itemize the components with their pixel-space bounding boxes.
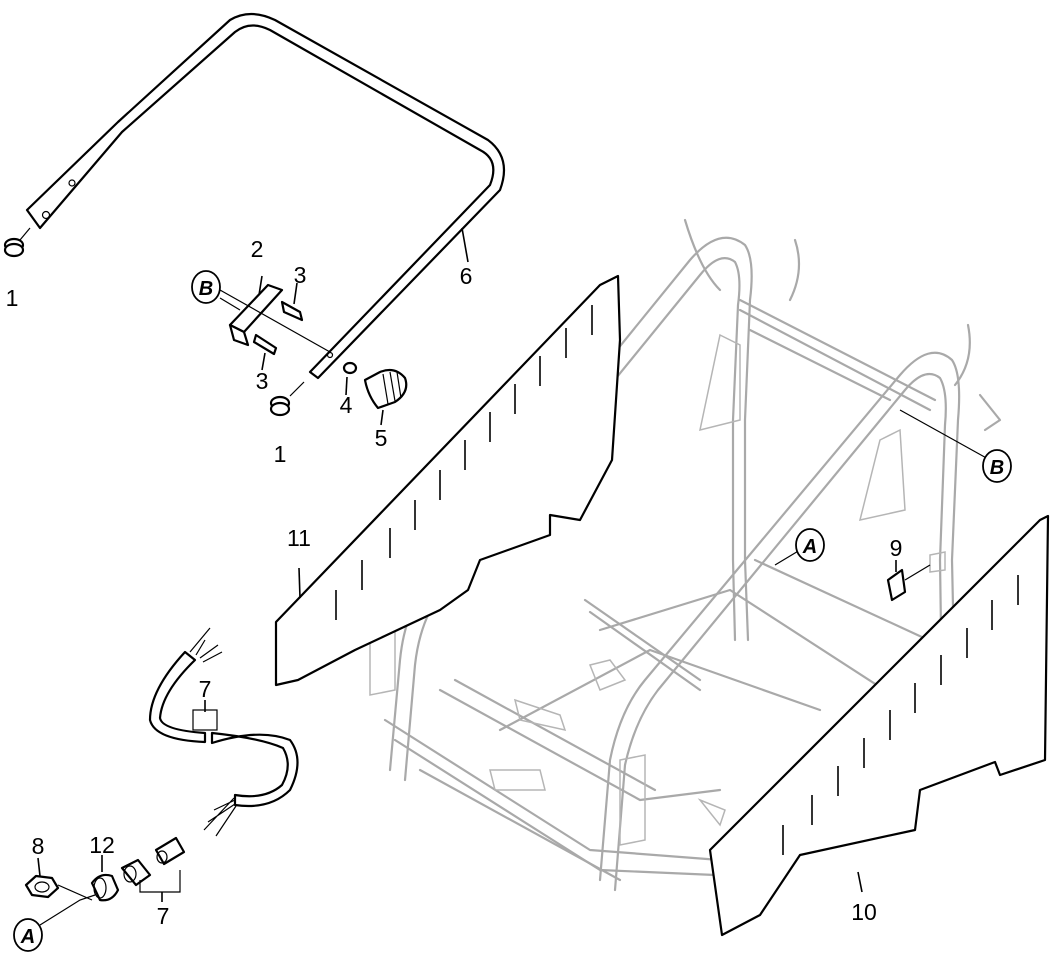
machine-frame bbox=[369, 218, 1002, 892]
reference-label-b-frame: B bbox=[990, 457, 1004, 479]
callout-labels: 1 1 2 3 3 4 5 6 7 7 8 9 10 11 12 bbox=[6, 236, 903, 929]
reference-circle-b-frame: B bbox=[982, 449, 1012, 483]
callout-11: 11 bbox=[287, 525, 311, 551]
washer bbox=[342, 361, 358, 396]
reference-circle-b-handle: B bbox=[191, 270, 221, 304]
knob bbox=[363, 368, 408, 426]
callout-7-gland: 7 bbox=[157, 903, 170, 929]
side-panel-left bbox=[274, 274, 622, 687]
callout-2: 2 bbox=[251, 236, 264, 262]
switch-part bbox=[886, 560, 931, 602]
end-cap-top bbox=[3, 227, 31, 258]
callout-1-top: 1 bbox=[6, 285, 19, 311]
callout-12: 12 bbox=[89, 832, 115, 858]
mounting-bracket bbox=[219, 275, 284, 347]
reference-label-b-handle: B bbox=[199, 278, 213, 300]
callout-3-upper: 3 bbox=[294, 262, 307, 288]
cable-gland-body bbox=[90, 855, 120, 902]
callout-4: 4 bbox=[340, 392, 353, 418]
reference-label-a-gland: A bbox=[20, 926, 35, 948]
handle-tube bbox=[25, 12, 506, 380]
cable-gland-insert bbox=[120, 836, 186, 902]
screw-lower bbox=[252, 333, 278, 371]
callout-10: 10 bbox=[851, 899, 877, 925]
end-cap-bottom bbox=[269, 381, 305, 417]
reference-label-a-frame: A bbox=[802, 536, 817, 558]
lock-nut bbox=[24, 857, 60, 899]
power-cable bbox=[148, 627, 299, 837]
callout-6: 6 bbox=[460, 263, 473, 289]
callout-1-bottom: 1 bbox=[274, 441, 287, 467]
side-panel-right bbox=[708, 514, 1050, 937]
reference-leaders bbox=[39, 289, 991, 926]
side-panel-left-slots bbox=[335, 305, 593, 620]
side-panel-right-slots bbox=[782, 575, 1019, 855]
callout-5: 5 bbox=[375, 425, 388, 451]
callout-9: 9 bbox=[890, 535, 903, 561]
callout-7-cable: 7 bbox=[199, 676, 212, 702]
callout-8: 8 bbox=[32, 833, 45, 859]
screw-upper bbox=[280, 282, 304, 322]
reference-circle-a-gland: A bbox=[13, 918, 43, 952]
callout-3-lower: 3 bbox=[256, 368, 269, 394]
reference-circle-a-frame: A bbox=[795, 528, 825, 562]
